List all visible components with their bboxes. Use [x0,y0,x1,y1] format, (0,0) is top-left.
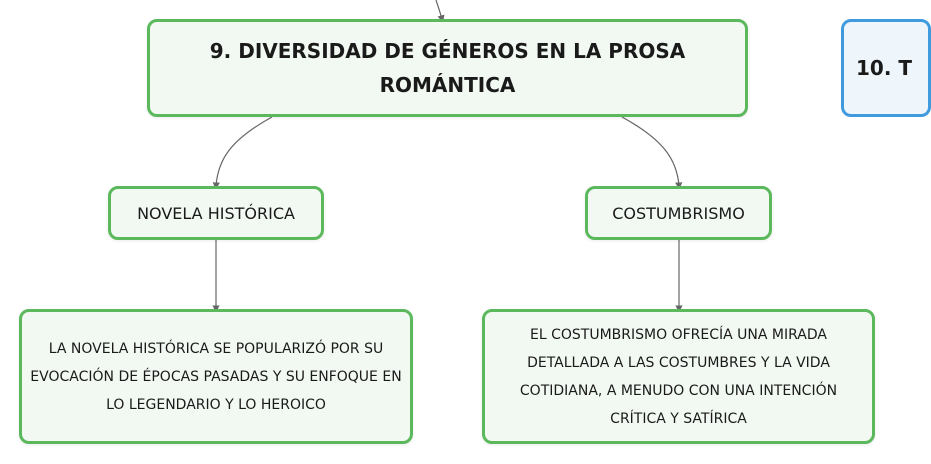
connector-main-to-novela [212,116,273,190]
connector-parent-to-main [435,0,445,23]
next-topic-title: 10. T [856,56,913,80]
connectors-layer [212,0,683,313]
main-topic-node[interactable]: 9. DIVERSIDAD DE GÉNEROS EN LA PROSA ROM… [147,19,748,117]
costumbrismo-node[interactable]: COSTUMBRISMO [585,186,772,240]
novela-historica-title: NOVELA HISTÓRICA [137,203,295,223]
connector-main-to-costumbrismo [621,116,683,190]
costumbrismo-title: COSTUMBRISMO [612,203,745,223]
novela-historica-node[interactable]: NOVELA HISTÓRICA [108,186,324,240]
costumbrismo-description: EL COSTUMBRISMO OFRECÍA UNA MIRADA DETAL… [519,326,838,427]
costumbrismo-description-node[interactable]: EL COSTUMBRISMO OFRECÍA UNA MIRADA DETAL… [482,309,875,444]
main-topic-title: 9. DIVERSIDAD DE GÉNEROS EN LA PROSA ROM… [209,39,686,97]
mind-map-canvas: 9. DIVERSIDAD DE GÉNEROS EN LA PROSA ROM… [19,0,931,444]
novela-historica-description: LA NOVELA HISTÓRICA SE POPULARIZÓ POR SU… [30,340,402,413]
next-topic-node[interactable]: 10. T [841,19,931,117]
novela-historica-description-node[interactable]: LA NOVELA HISTÓRICA SE POPULARIZÓ POR SU… [19,309,413,444]
